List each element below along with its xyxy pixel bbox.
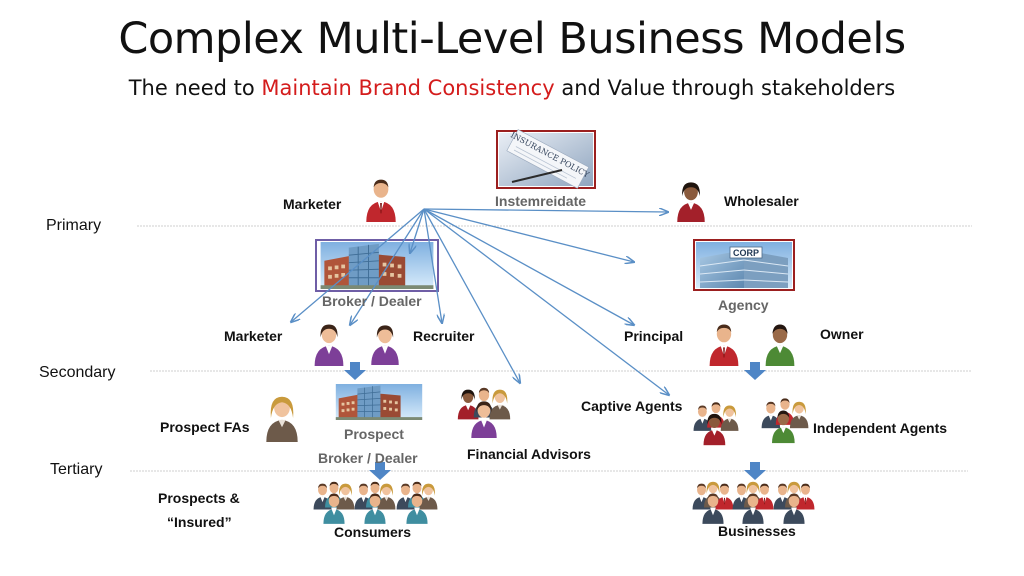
page-title: Complex Multi-Level Business Models <box>118 14 906 64</box>
arrow-to-wholesaler <box>423 209 668 212</box>
arrow-to-principal <box>423 208 634 325</box>
down-arrow-icon <box>744 362 766 380</box>
agency-label: Agency <box>718 297 769 313</box>
prospect-fa-icon <box>266 396 298 442</box>
arrow-to-captive-agents <box>423 208 669 395</box>
consumers-label: Consumers <box>334 524 412 540</box>
arrow-to-agency <box>423 208 634 262</box>
captive-agents-label: Captive Agents <box>581 398 683 414</box>
people-icons <box>266 179 815 524</box>
prospect-bd-label-line1: Prospect <box>344 426 404 442</box>
page-subtitle: The need to Maintain Brand Consistency a… <box>0 76 1024 100</box>
down-arrow-icon <box>744 462 766 480</box>
arrow-to-financial-advisors <box>423 208 520 383</box>
business-group-icon <box>774 482 815 524</box>
tier-secondary-label: Secondary <box>39 364 116 381</box>
subtitle-highlight: Maintain Brand Consistency <box>261 76 555 100</box>
tier-dividers <box>130 225 972 472</box>
subtitle-prefix: The need to <box>128 76 262 100</box>
tier-primary-label: Primary <box>46 217 102 234</box>
consumer-group-icon <box>314 482 355 524</box>
arrow-to-recruiter <box>423 208 442 323</box>
financial-advisors-label: Financial Advisors <box>467 446 591 462</box>
wholesaler-label: Wholesaler <box>724 193 799 209</box>
recruiter-icon <box>371 325 399 365</box>
principal-icon <box>709 324 739 366</box>
tier-tertiary-label: Tertiary <box>50 461 103 478</box>
captive-agents-icon <box>694 402 739 445</box>
businesses-label: Businesses <box>718 523 796 539</box>
marketer-secondary-icon <box>314 324 344 366</box>
broker-dealer-image <box>315 239 439 292</box>
financial-advisors-icon <box>458 388 510 438</box>
subtitle-suffix: and Value through stakeholders <box>554 76 896 100</box>
recruiter-label: Recruiter <box>413 328 475 344</box>
insurance-policy-image: INSURANCE POLICY <box>496 129 596 189</box>
arrow-to-marketer-secondary-left <box>291 208 425 322</box>
consumer-group-icon <box>397 482 438 524</box>
prospects-insured-label-line1: Prospects & <box>158 490 240 506</box>
business-group-icon <box>693 482 734 524</box>
arrow-to-broker-dealer <box>410 208 425 253</box>
down-arrow-icon <box>369 462 391 480</box>
agency-image: CORP <box>693 239 795 291</box>
down-arrows <box>344 362 766 480</box>
intermediate-label: Instemreidate <box>495 193 587 209</box>
marketer-top-icon <box>366 179 396 222</box>
corp-sign-text: CORP <box>733 248 759 258</box>
consumer-group-icon <box>355 482 396 524</box>
prospect-broker-dealer-image <box>335 384 423 420</box>
principal-label: Principal <box>624 328 684 344</box>
pen-icon <box>511 169 563 183</box>
independent-agents-icon <box>762 398 809 443</box>
marketer-arrows <box>291 209 669 395</box>
owner-label: Owner <box>820 326 864 342</box>
independent-agents-label: Independent Agents <box>813 420 948 436</box>
business-group-icon <box>733 482 774 524</box>
prospect-fas-label: Prospect FAs <box>160 419 250 435</box>
marketer-secondary-label: Marketer <box>224 328 283 344</box>
down-arrow-icon <box>344 362 366 380</box>
owner-icon <box>765 324 795 366</box>
wholesaler-icon <box>677 182 705 222</box>
marketer-top-label: Marketer <box>283 196 342 212</box>
broker-dealer-label: Broker / Dealer <box>322 293 422 309</box>
arrow-to-marketer-secondary <box>350 208 425 325</box>
prospect-bd-label-line2: Broker / Dealer <box>318 450 418 466</box>
prospects-insured-label-line2: “Insured” <box>167 514 232 530</box>
